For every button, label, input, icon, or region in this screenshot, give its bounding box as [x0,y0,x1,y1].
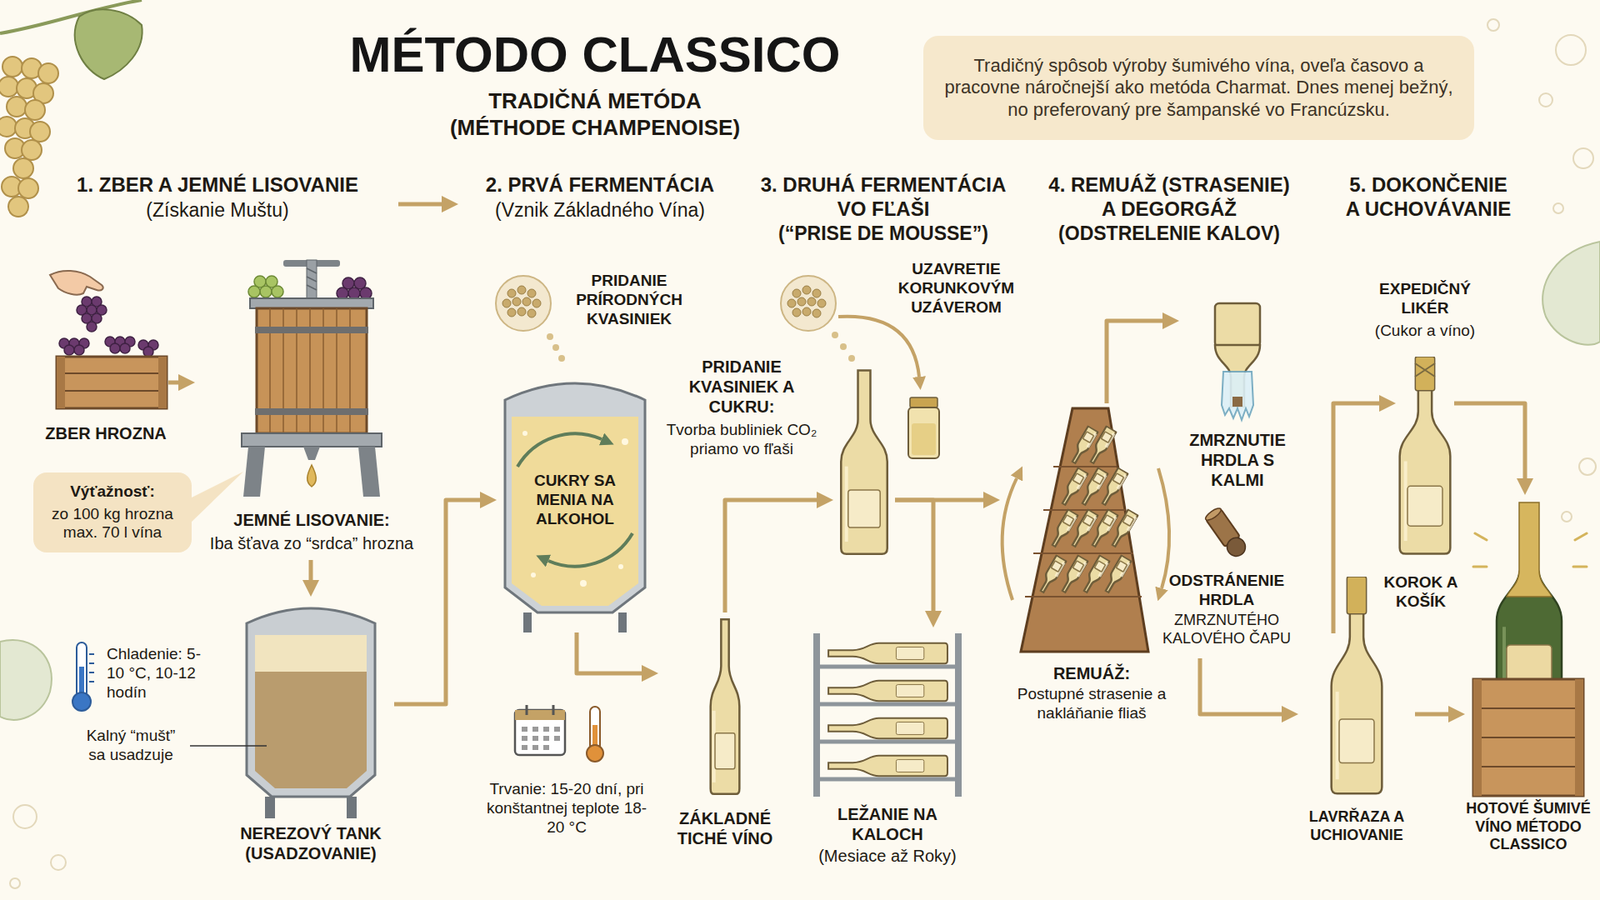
step-heading: 2. PRVÁ FERMENTÁCIA [466,173,734,198]
yeast-icon [495,275,565,362]
node-text: JEMNÉ LISOVANIE: [195,510,429,530]
node-text: CUKRY SA MENIA NA ALKOHOL [525,471,625,529]
step-node: NEREZOVÝ TANK (USADZOVANIE) [227,596,395,868]
node-text: KOROK A KOŠÍK [1379,573,1463,612]
step-node: ODSTRÁNENIE HRDLAZMRZNUTÉHO KALOVÉHO ČAP… [1156,500,1297,659]
topping-bottle [1331,576,1383,794]
leader-line [190,745,267,747]
harvest-crate [50,270,167,409]
step-heading: 1. ZBER A JEMNÉ LISOVANIE [42,173,393,198]
flow-arrow [1333,403,1380,634]
tank-shape: CUKRY SA MENIA NA ALKOHOL [496,367,654,633]
step-node: LAVRŘAZA A UCHIOVANIE [1298,633,1415,871]
node-text: ZMRZNUTÉHO KALOVÉHO ČAPU [1156,611,1297,648]
step-node: PRIDANIE KVASINIEK A CUKRU:Tvorba bublin… [833,367,895,556]
flow-arrow [168,380,179,385]
info-box: Tradičný spôsob výroby šumivého vína, ov… [923,35,1475,140]
yeast-icon [780,275,855,362]
step-subheading: (ODSTRELENIE KALOV) [1044,222,1295,246]
thermometer-warm [586,706,604,762]
step-node: LEŽANIE NA KALOCH(Mesiace až Roky) [804,627,971,871]
node-text: EXPEDIČNÝ LIKÉR [1362,280,1488,319]
step-subheading: (Vznik Základného Vína) [466,199,734,223]
node-text: LAVRŘAZA A UCHIOVANIE [1298,808,1415,845]
node-text: Výťažnosť: [43,482,182,502]
subtitle: (MÉTHODE CHAMPENOISE) [303,115,887,141]
subtitle: TRADIČNÁ METÓDA [303,88,887,115]
node-text: (Mesiace až Roky) [804,845,971,866]
thermometer-cold [72,642,95,711]
crown-cap-jar [908,397,940,459]
node-text: ODSTRÁNENIE HRDLA [1156,571,1297,610]
flow-arrow [895,498,984,503]
finished-wine [1473,502,1587,796]
node-text: ZBER HROZNA [43,423,169,444]
fermentation-tank [505,383,645,633]
flow-arrow [1415,712,1449,717]
node-text: (Cukor a víno) [1362,321,1488,341]
flow-arrow [394,500,480,705]
annotation: Kalný “mušt” sa usadzuje [76,726,185,765]
step-node: EXPEDIČNÝ LIKÉR(Cukor a víno)KOROK A KOŠ… [1395,356,1455,556]
step-heading: 3. DRUHÁ FERMENTÁCIA VO FĽAŠI [754,173,1013,222]
step-node: ZÁKLADNÉ TICHÉ VÍNO [658,612,792,850]
node-text: NEREZOVÝ TANK (USADZOVANIE) [227,823,395,864]
wine-press [241,260,382,497]
flow-arrow [1106,320,1163,404]
node-text: Iba šťava zo “srdca” hrozna [195,533,429,554]
node-text: REMUÁŽ: [1000,663,1184,684]
step-node: JEMNÉ LISOVANIE: Iba šťava zo “srdca” hro… [195,255,429,560]
wire-cage [1415,363,1435,377]
step-node: UZAVRETIE KORUNKOVÝM UZÁVEROM [908,397,940,459]
node-text: PRIDANIE KVASINIEK A CUKRU: [658,356,825,417]
annotation: Trvanie: 15-20 dní, pri konštantnej tepl… [483,780,650,837]
node-text: zo 100 kg hrozna max. 70 l vína [43,505,182,544]
step-node: REMUÁŽ:Postupné strasenie a nakláňanie f… [1000,403,1184,729]
curved-arrow [838,316,920,377]
node-text: LEŽANIE NA KALOCH [804,804,971,845]
bubbles-decoration [10,19,1596,889]
annotation: Chladenie: 5-10 °C, 10-12 hodín [106,645,211,702]
riddling-rack [1002,408,1170,652]
node-text: Postupné strasenie a nakláňanie fliaš [1012,685,1171,724]
lees-rack [813,633,962,797]
still-wine-bottle [710,619,740,795]
settling-tank [246,608,375,819]
dosage-bottle [1400,356,1451,555]
flow-arrow [576,632,642,674]
frozen-neck-bottle [1215,303,1260,420]
step-node: ZMRZNUTIE HRDLA S KALMI [1179,301,1296,495]
flow-arrow [895,500,934,611]
flow-arrow [309,560,314,580]
step-heading: 4. REMUÁŽ (STRASENIE) A DEGORGÁŽ [1044,173,1295,222]
node-text: Tradičný spôsob výroby šumivého vína, ov… [943,55,1455,121]
second-fermentation-bottle [840,370,887,554]
calendar-icon [515,705,565,755]
node-text: HOTOVÉ ŠUMIVÉ VÍNO MÉTODO CLASSICO [1465,800,1592,855]
heading-arrow [398,202,442,207]
flow-arrow [1200,658,1282,715]
main-title: MÉTODO CLASSICO [261,25,929,85]
step-subheading: (“PRISE DE MOUSSE”) [754,222,1013,246]
annotation: PRIDANIE PRÍRODNÝCH KVASINIEK [566,271,692,329]
step-heading: 5. DOKONČENIE A UCHOVÁVANIE [1340,173,1517,222]
step-node: HOTOVÉ ŠUMIVÉ VÍNO MÉTODO CLASSICO [1465,495,1592,879]
callout-box: Výťažnosť: zo 100 kg hrozna max. 70 l vín… [33,472,192,553]
sediment-plug [1204,505,1250,560]
flow-arrow [725,500,817,613]
step-subheading: (Získanie Muštu) [42,199,393,223]
node-text: Tvorba bubliniek CO₂ priamo vo fľaši [658,420,825,460]
node-text: ZMRZNUTIE HRDLA S KALMI [1179,430,1296,490]
node-text: ZÁKLADNÉ TICHÉ VÍNO [658,808,792,849]
flow-arrow [1454,403,1525,479]
node-text: UZAVRETIE KORUNKOVÝM UZÁVEROM [883,260,1030,317]
step-node: ZBER HROZNA [43,267,169,447]
